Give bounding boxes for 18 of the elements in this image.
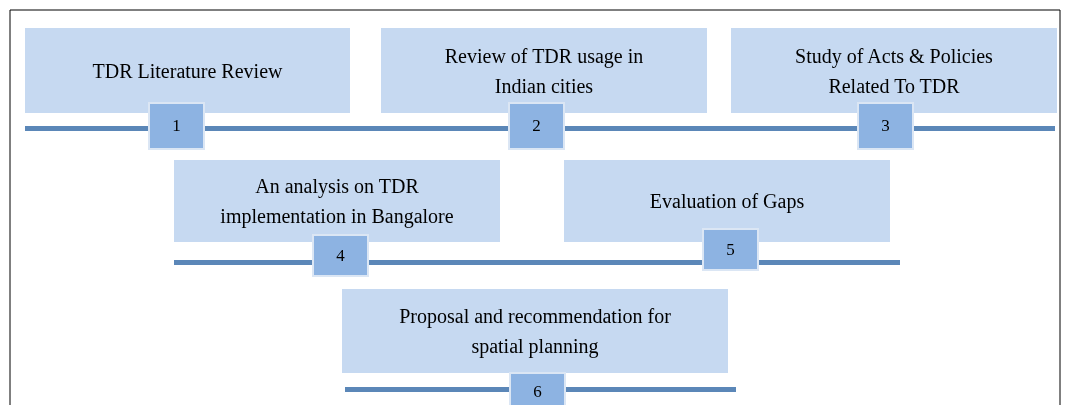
step-title: Review of TDR usage in Indian cities: [443, 43, 645, 99]
step-title: Study of Acts & Policies Related To TDR: [794, 43, 994, 99]
step-number-tag: 2: [508, 102, 565, 150]
step-box: [731, 28, 1057, 113]
step-number-tag: 6: [509, 372, 566, 405]
step-number-tag: 4: [312, 234, 369, 277]
step-title: Proposal and recommendation for spatial planning: [398, 304, 672, 360]
step-title: An analysis on TDR implementation in Bangalore: [219, 174, 455, 230]
step-number-tag: 5: [702, 228, 759, 271]
step-number-tag: 3: [857, 102, 914, 150]
step-box: [25, 28, 350, 113]
step-title: Evaluation of Gaps: [649, 189, 805, 215]
step-box: [381, 28, 707, 113]
step-box: [174, 160, 500, 242]
step-title: TDR Literature Review: [92, 58, 283, 84]
step-box: [342, 289, 728, 373]
step-number-tag: 1: [148, 102, 205, 150]
step-box: [564, 160, 890, 242]
